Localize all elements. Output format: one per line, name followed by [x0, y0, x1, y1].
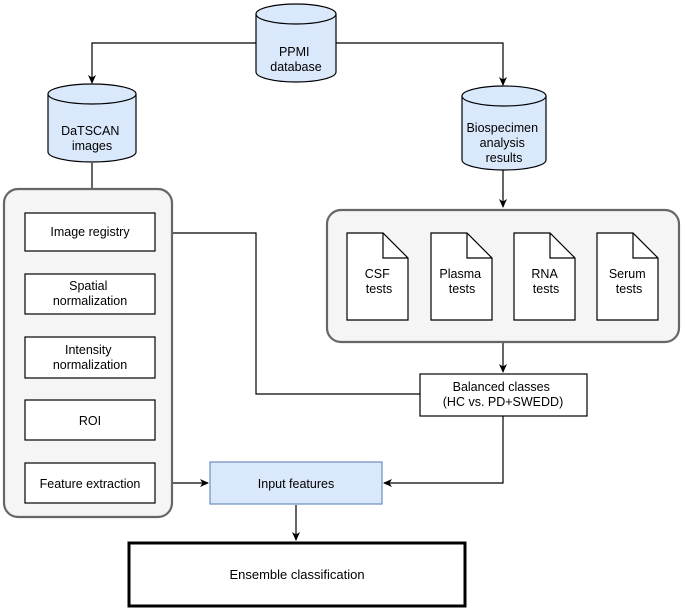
- rna-document-icon: [513, 232, 576, 321]
- csf-tests-node: CSF tests: [346, 232, 409, 321]
- roi-node: ROI: [24, 399, 156, 441]
- ppmi-label-line2: database: [270, 60, 321, 74]
- plasma-label-line2: tests: [449, 282, 475, 296]
- svg-text:Balanced classes (HC vs.: Balanced classes (HC vs. PD+SWEDD): [443, 380, 564, 409]
- biospecimen-label-line1: Biospecimen: [466, 121, 538, 135]
- rna-label-line2: tests: [533, 282, 559, 296]
- csf-document-icon: [346, 232, 409, 321]
- svg-text:Spatial normalization: Spatial normalization: [53, 279, 127, 308]
- intensity-label-line2: normalization: [53, 358, 127, 372]
- image-registry-label: Image registry: [50, 225, 130, 239]
- plasma-tests-node: Plasma tests: [430, 232, 493, 321]
- input-features-node: Input features: [209, 461, 383, 505]
- biospecimen-label-line3: results: [486, 151, 523, 165]
- feature-extraction-node: Feature extraction: [24, 462, 156, 504]
- ppmi-database-node: PPMI database: [255, 3, 337, 83]
- ensemble-classification-node: Ensemble classification: [127, 541, 467, 608]
- feature-extraction-label: Feature extraction: [40, 477, 141, 491]
- svg-text:Serum tests: Serum tests: [609, 267, 649, 296]
- biospecimen-tests-group: [325, 208, 681, 344]
- balanced-label-line1: Balanced classes: [453, 380, 550, 394]
- spatial-normalization-node: Spatial normalization: [24, 273, 156, 315]
- rna-label-line1: RNA: [531, 267, 558, 281]
- biospecimen-label-line2: analysis: [480, 136, 525, 150]
- csf-label-line2: tests: [366, 282, 392, 296]
- balanced-classes-node: Balanced classes (HC vs. PD+SWEDD): [419, 373, 588, 417]
- svg-text:PPMI database: PPMI database: [270, 45, 321, 74]
- serum-label-line2: tests: [616, 282, 642, 296]
- svg-text:RNA tests: RNA tests: [531, 267, 560, 296]
- edge-ppmi-to-datscan: [88, 42, 256, 84]
- datscan-label-line2: images: [72, 139, 112, 153]
- spatial-label-line1: Spatial: [69, 279, 107, 293]
- serum-label-line1: Serum: [609, 267, 646, 281]
- intensity-label-line1: Intensity: [65, 343, 112, 357]
- spatial-label-line2: normalization: [53, 294, 127, 308]
- intensity-normalization-node: Intensity normalization: [24, 336, 156, 379]
- edge-balanced-to-input: [383, 416, 504, 487]
- serum-document-icon: [596, 232, 659, 321]
- ensemble-label: Ensemble classification: [229, 567, 364, 582]
- edge-balanced-to-registry: [156, 229, 420, 395]
- svg-text:DaTSCAN images: DaTSCAN images: [61, 124, 123, 153]
- serum-tests-node: Serum tests: [596, 232, 659, 321]
- svg-text:Plasma tests: Plasma tests: [439, 267, 484, 296]
- biospecimen-results-node: Biospecimen analysis results: [461, 85, 547, 171]
- csf-label-line1: CSF: [365, 267, 390, 281]
- svg-text:Biospecimen analysis: Biospecimen analysis results: [466, 121, 541, 165]
- plasma-document-icon: [430, 232, 493, 321]
- image-registry-node: Image registry: [24, 212, 156, 252]
- plasma-label-line1: Plasma: [439, 267, 481, 281]
- datscan-label-line1: DaTSCAN: [61, 124, 119, 138]
- ppmi-label-line1: PPMI: [279, 45, 310, 59]
- roi-label: ROI: [79, 414, 101, 428]
- datscan-images-node: DaTSCAN images: [47, 83, 137, 163]
- edge-ppmi-to-biospecimen: [336, 42, 507, 86]
- svg-text:Intensity normalization: Intensity normalization: [53, 343, 127, 372]
- rna-tests-node: RNA tests: [513, 232, 576, 321]
- svg-text:CSF tests: CSF tests: [365, 267, 393, 296]
- input-features-label: Input features: [258, 477, 334, 491]
- balanced-label-line2: (HC vs. PD+SWEDD): [443, 395, 564, 409]
